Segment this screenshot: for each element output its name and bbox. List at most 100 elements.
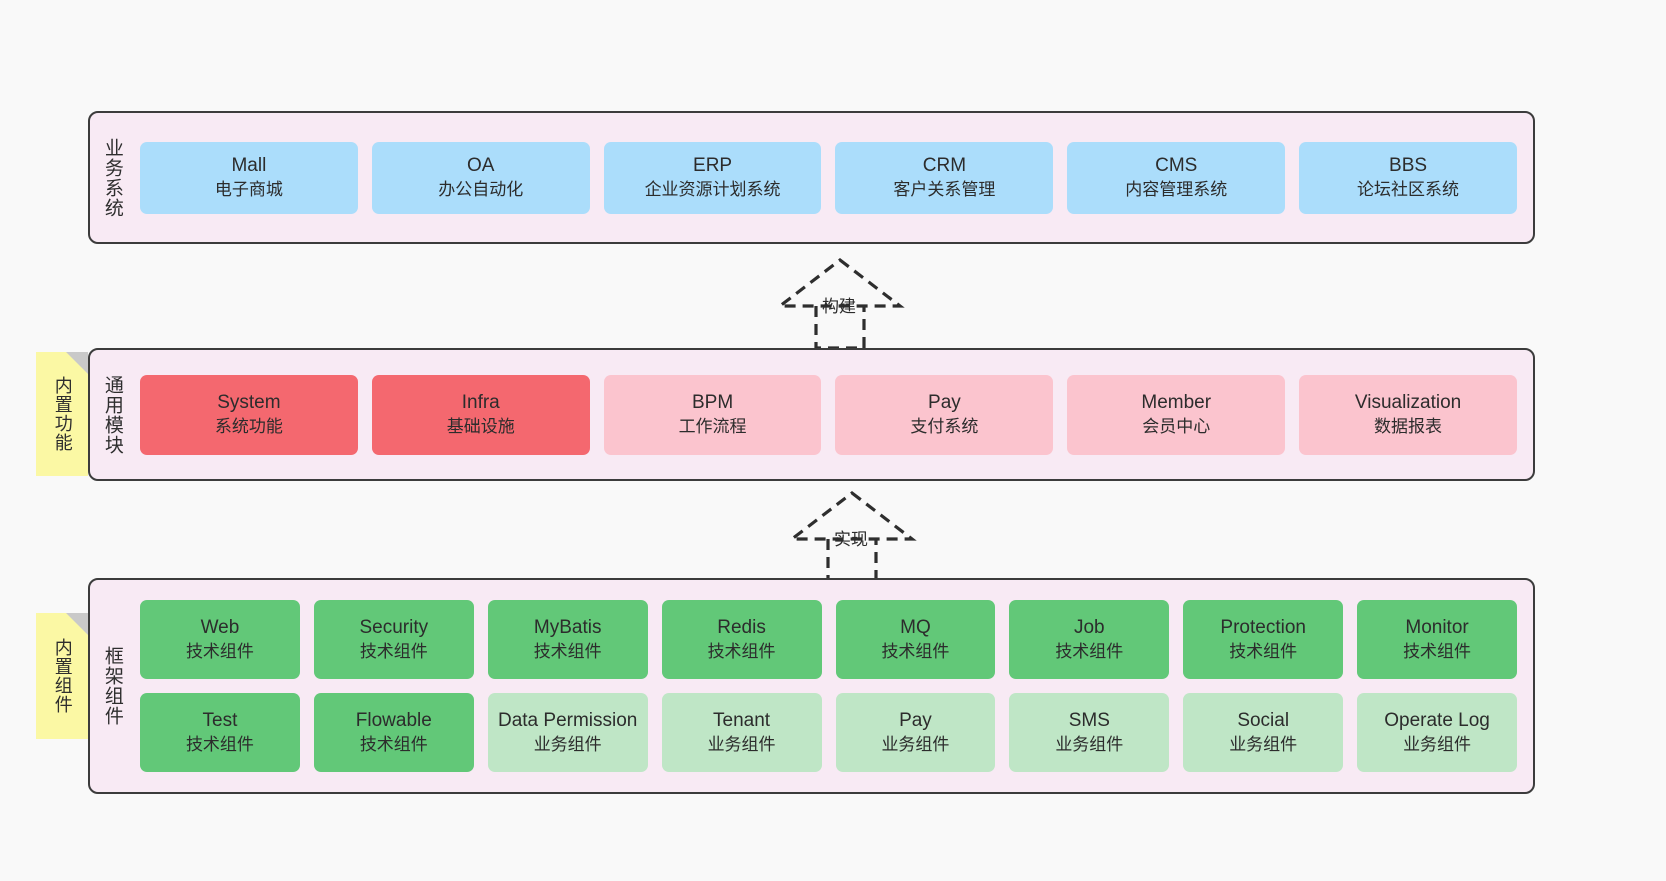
box-label-cn: 客户关系管理 (893, 179, 996, 199)
layer-title-business: 业务系统 (101, 137, 123, 218)
row: Web 技术组件 Security 技术组件 MyBatis 技术组件 Redi… (140, 600, 1517, 679)
box-label-cn: 数据报表 (1374, 416, 1443, 436)
box-label-cn: 业务组件 (881, 734, 950, 754)
box-system[interactable]: System 系统功能 (140, 374, 358, 455)
layer-common-module: 通用模块 System 系统功能 Infra 基础设施 BPM 工作流程 Pay… (88, 348, 1535, 481)
row: System 系统功能 Infra 基础设施 BPM 工作流程 Pay 支付系统… (140, 374, 1517, 455)
box-infra[interactable]: Infra 基础设施 (371, 374, 590, 455)
box-social[interactable]: Social 业务组件 (1183, 693, 1344, 772)
box-label-cn: 技术组件 (881, 641, 950, 661)
box-label-cn: 技术组件 (1055, 641, 1124, 661)
note-builtin-features: 内置功能 (36, 352, 88, 476)
box-job[interactable]: Job 技术组件 (1009, 600, 1170, 679)
connector-label: 实现 (834, 530, 868, 549)
box-label-cn: 基础设施 (446, 416, 515, 436)
connector-implement: 实现 (772, 489, 932, 585)
box-pay[interactable]: Pay 支付系统 (835, 374, 1054, 455)
box-label-en: CRM (922, 155, 967, 177)
box-label-en: Pay (928, 392, 961, 414)
row: Test 技术组件 Flowable 技术组件 Data Permission … (140, 693, 1517, 772)
box-label-cn: 支付系统 (910, 416, 979, 436)
box-tenant[interactable]: Tenant 业务组件 (661, 693, 822, 772)
layer-body-framework: Web 技术组件 Security 技术组件 MyBatis 技术组件 Redi… (134, 580, 1533, 792)
box-label-en: Social (1237, 710, 1290, 732)
box-label-en: Visualization (1354, 392, 1462, 414)
box-redis[interactable]: Redis 技术组件 (661, 600, 822, 679)
box-protection[interactable]: Protection 技术组件 (1183, 600, 1344, 679)
box-mall[interactable]: Mall 电子商城 (140, 141, 358, 214)
box-label-en: Flowable (355, 710, 432, 732)
box-label-cn: 技术组件 (185, 734, 254, 754)
box-cms[interactable]: CMS 内容管理系统 (1067, 141, 1286, 214)
box-label-en: Mall (231, 155, 267, 177)
layer-framework-component: 框架组件 Web 技术组件 Security 技术组件 MyBatis 技术组件… (88, 578, 1535, 794)
box-bpm[interactable]: BPM 工作流程 (603, 374, 822, 455)
box-label-en: Test (202, 710, 238, 732)
box-flowable[interactable]: Flowable 技术组件 (313, 693, 474, 772)
box-label-cn: 工作流程 (678, 416, 747, 436)
box-label-en: Tenant (713, 710, 771, 732)
box-label-cn: 系统功能 (214, 416, 283, 436)
box-label-en: SMS (1068, 710, 1110, 732)
layer-title-common: 通用模块 (101, 374, 123, 455)
box-label-cn: 技术组件 (533, 641, 602, 661)
box-label-cn: 技术组件 (359, 734, 428, 754)
box-web[interactable]: Web 技术组件 (140, 600, 300, 679)
box-label-en: MQ (900, 617, 931, 639)
layer-body-common: System 系统功能 Infra 基础设施 BPM 工作流程 Pay 支付系统… (134, 350, 1533, 479)
box-security[interactable]: Security 技术组件 (313, 600, 474, 679)
box-label-en: BBS (1389, 155, 1428, 177)
box-label-en: Monitor (1405, 617, 1469, 639)
generalization-arrow-icon (787, 490, 917, 583)
box-bbs[interactable]: BBS 论坛社区系统 (1299, 141, 1517, 214)
box-label-en: Pay (899, 710, 932, 732)
box-label-en: CMS (1155, 155, 1198, 177)
layer-body-business: Mall 电子商城 OA 办公自动化 ERP 企业资源计划系统 CRM 客户关系… (134, 113, 1533, 242)
box-label-cn: 会员中心 (1142, 416, 1211, 436)
box-label-en: ERP (693, 155, 733, 177)
box-label-en: BPM (691, 392, 734, 414)
box-label-cn: 技术组件 (185, 641, 254, 661)
box-label-cn: 企业资源计划系统 (644, 179, 781, 199)
box-label-en: Operate Log (1384, 710, 1490, 732)
generalization-arrow-icon (775, 257, 905, 350)
box-member[interactable]: Member 会员中心 (1067, 374, 1286, 455)
box-label-en: Security (359, 617, 429, 639)
box-label-cn: 技术组件 (359, 641, 428, 661)
box-sms[interactable]: SMS 业务组件 (1009, 693, 1170, 772)
box-test[interactable]: Test 技术组件 (140, 693, 300, 772)
connector-label: 构建 (822, 297, 856, 316)
box-label-en: Infra (461, 392, 500, 414)
box-mybatis[interactable]: MyBatis 技术组件 (487, 600, 648, 679)
box-label-cn: 业务组件 (1055, 734, 1124, 754)
box-oa[interactable]: OA 办公自动化 (371, 141, 590, 214)
note-builtin-components: 内置组件 (36, 613, 88, 739)
box-pay-component[interactable]: Pay 业务组件 (835, 693, 996, 772)
box-label-en: Protection (1220, 617, 1306, 639)
box-label-en: Data Permission (497, 710, 638, 732)
box-monitor[interactable]: Monitor 技术组件 (1357, 600, 1517, 679)
box-label-cn: 内容管理系统 (1125, 179, 1228, 199)
box-crm[interactable]: CRM 客户关系管理 (835, 141, 1054, 214)
box-mq[interactable]: MQ 技术组件 (835, 600, 996, 679)
box-operate-log[interactable]: Operate Log 业务组件 (1357, 693, 1517, 772)
layer-title-framework: 框架组件 (101, 646, 123, 726)
box-label-en: Web (200, 617, 240, 639)
box-label-cn: 办公自动化 (438, 179, 524, 199)
box-label-cn: 技术组件 (1403, 641, 1472, 661)
layer-business-system: 业务系统 Mall 电子商城 OA 办公自动化 ERP 企业资源计划系统 CRM… (88, 111, 1535, 244)
box-label-en: Redis (717, 617, 766, 639)
box-label-en: Job (1073, 617, 1105, 639)
box-label-cn: 业务组件 (1229, 734, 1298, 754)
box-label-en: System (217, 392, 281, 414)
box-erp[interactable]: ERP 企业资源计划系统 (603, 141, 822, 214)
box-label-cn: 业务组件 (1403, 734, 1472, 754)
box-data-permission[interactable]: Data Permission 业务组件 (487, 693, 648, 772)
box-label-cn: 电子商城 (214, 179, 283, 199)
connector-build: 构建 (760, 256, 920, 352)
box-label-cn: 论坛社区系统 (1357, 179, 1460, 199)
box-label-en: MyBatis (533, 617, 602, 639)
box-visualization[interactable]: Visualization 数据报表 (1299, 374, 1517, 455)
row: Mall 电子商城 OA 办公自动化 ERP 企业资源计划系统 CRM 客户关系… (140, 141, 1517, 214)
